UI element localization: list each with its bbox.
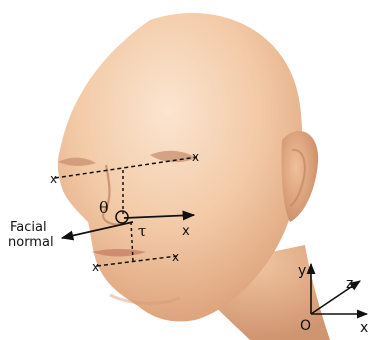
eye-left-marker: x	[50, 172, 57, 186]
ear	[281, 131, 318, 222]
origin-label: O	[300, 318, 311, 334]
theta-label: θ	[99, 198, 109, 217]
mouth-right-marker: x	[172, 250, 179, 264]
facial-normal-label-line2: normal	[8, 235, 54, 250]
facial-normal-label-line1: Facial	[10, 220, 47, 235]
eye-right-marker: x	[192, 150, 199, 164]
local-x-label: x	[182, 224, 190, 239]
global-z-label: z	[346, 276, 353, 292]
tau-label: τ	[138, 222, 146, 240]
global-x-label: x	[360, 320, 368, 336]
mouth-left-marker: x	[92, 260, 99, 274]
global-y-label: y	[298, 263, 306, 279]
